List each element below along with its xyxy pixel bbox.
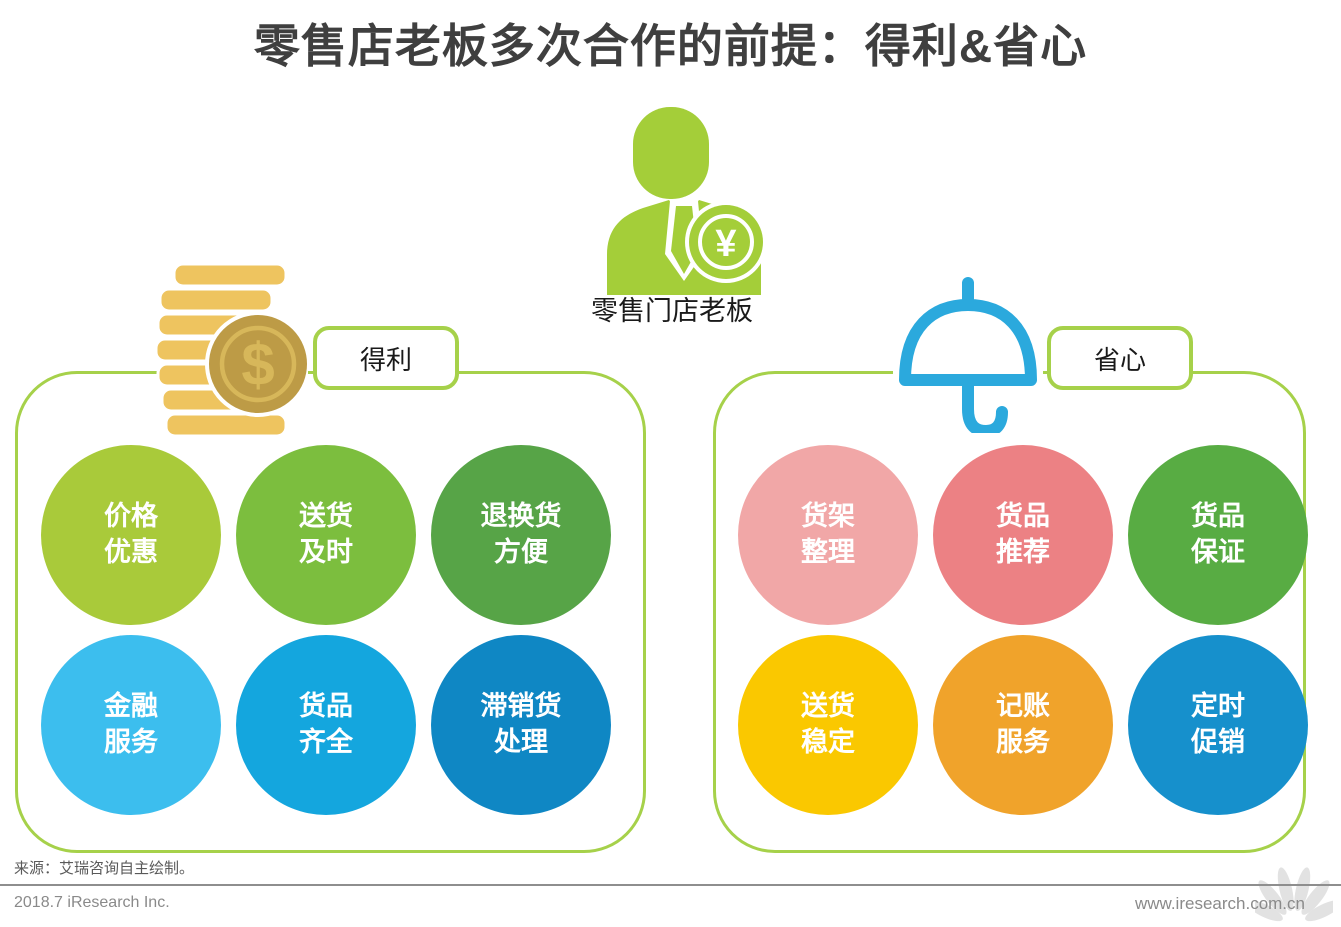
worryfree-circle: 货品保证 — [1128, 445, 1308, 625]
benefit-circle: 价格优惠 — [41, 445, 221, 625]
footer-divider — [0, 884, 1341, 886]
benefit-circle: 滞销货处理 — [431, 635, 611, 815]
dollar-symbol: $ — [241, 331, 274, 398]
worryfree-circle: 货品推荐 — [933, 445, 1113, 625]
benefit-circle: 退换货方便 — [431, 445, 611, 625]
umbrella-icon — [893, 277, 1043, 433]
iresearch-logo-watermark — [1255, 867, 1333, 922]
shop-owner-icon: ¥ — [607, 107, 767, 295]
worryfree-circle: 货架整理 — [738, 445, 918, 625]
worryfree-circle: 定时促销 — [1128, 635, 1308, 815]
shop-owner-label: 零售门店老板 — [591, 296, 753, 326]
benefit-circle: 金融服务 — [41, 635, 221, 815]
worryfree-circle: 记账服务 — [933, 635, 1113, 815]
footer-date-company: 2018.7 iResearch Inc. — [14, 894, 170, 911]
worryfree-group: 货架整理 货品推荐 货品保证 送货稳定 记账服务 定时促销 — [713, 371, 1308, 853]
benefit-circle: 送货及时 — [236, 445, 416, 625]
benefit-group: 价格优惠 送货及时 退换货方便 金融服务 货品齐全 滞销货处理 — [15, 371, 646, 853]
benefit-circle: 货品齐全 — [236, 635, 416, 815]
page-title: 零售店老板多次合作的前提：得利&省心 — [253, 20, 1088, 72]
worryfree-circle: 送货稳定 — [738, 635, 918, 815]
benefit-tag: 得利 — [313, 326, 459, 390]
source-note: 来源：艾瑞咨询自主绘制。 — [14, 860, 195, 877]
yuan-symbol: ¥ — [715, 223, 736, 265]
coins-icon: $ — [154, 262, 308, 438]
worryfree-tag: 省心 — [1047, 326, 1193, 390]
footer-website: www.iresearch.com.cn — [1134, 894, 1305, 913]
